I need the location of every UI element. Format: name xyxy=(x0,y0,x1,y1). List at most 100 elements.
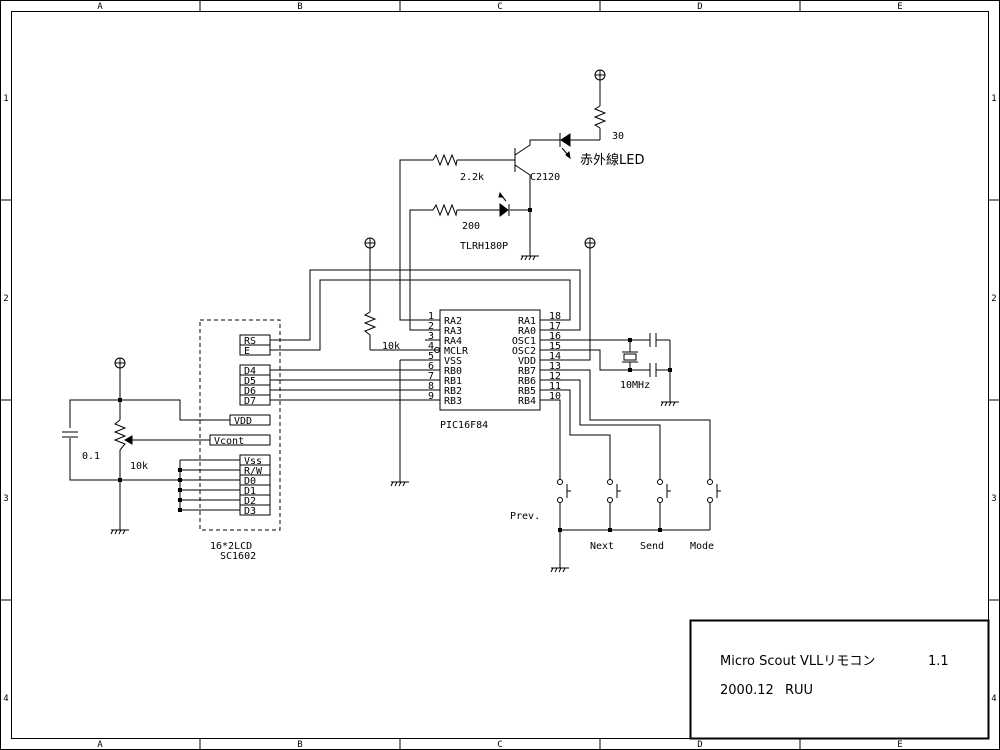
ic-pin-number: 2 xyxy=(428,321,434,332)
col-label-top: A xyxy=(97,2,103,12)
vcc-icon xyxy=(364,237,376,249)
lcd-module-outline xyxy=(199,319,281,531)
ic-pin-label: RA3 xyxy=(444,326,462,337)
lcd-pin-box xyxy=(239,344,271,356)
col-label-top: E xyxy=(897,2,902,12)
label-cap: 0.1 xyxy=(82,451,100,462)
lcd-pin-box xyxy=(239,394,271,406)
col-label-bottom: B xyxy=(297,740,302,750)
lcd-pin: Vss xyxy=(244,456,262,467)
ic-pin-label: RA1 xyxy=(518,316,536,327)
button-label-next: Next xyxy=(590,541,614,552)
col-label-bottom: A xyxy=(97,740,103,750)
ic-pin-number: 15 xyxy=(549,341,561,352)
ic-pin-label: RB0 xyxy=(444,366,462,377)
lcd-pin-vdd-box xyxy=(229,414,271,426)
ground-icon xyxy=(660,401,679,407)
ic-pin-label: MCLR xyxy=(444,346,469,357)
indicator-led-icon xyxy=(498,191,510,217)
switch-next xyxy=(607,479,621,503)
ic-pin-number: 5 xyxy=(428,351,434,362)
ic-pin-number: 12 xyxy=(549,371,561,382)
ic-pin-label: RB3 xyxy=(444,396,462,407)
lcd-pin-vcont: Vcont xyxy=(214,436,244,447)
power-icons xyxy=(114,69,606,369)
resistors xyxy=(113,105,607,451)
ic-pin-label: RB4 xyxy=(518,396,536,407)
push-switches xyxy=(557,479,721,503)
ground-icons xyxy=(110,255,679,573)
lcd-pin: D3 xyxy=(244,506,256,517)
col-label-top: D xyxy=(697,2,702,12)
label-r-mclr: 10k xyxy=(382,341,400,352)
ic-pin-number: 3 xyxy=(428,331,434,342)
lcd-pin: D7 xyxy=(244,396,256,407)
lcd-pin: D6 xyxy=(244,386,256,397)
ic-pin-number: 11 xyxy=(549,381,561,392)
switch-send xyxy=(657,479,671,503)
title-block xyxy=(689,619,990,740)
col-label-bottom: D xyxy=(697,740,702,750)
ic-pin-number: 8 xyxy=(428,381,434,392)
ic-pin-label: OSC1 xyxy=(512,336,536,347)
ground-icon xyxy=(550,567,569,573)
ic-pin-label: RB1 xyxy=(444,376,462,387)
junctions xyxy=(118,208,672,532)
resistor-indicator xyxy=(432,203,458,217)
vcc-icon xyxy=(584,237,596,249)
switch-mode xyxy=(707,479,721,503)
vcc-icon xyxy=(114,357,126,369)
ground-icon xyxy=(390,481,409,487)
ic-pin-number: 7 xyxy=(428,371,434,382)
ic-pin-number: 18 xyxy=(549,311,561,322)
ic-pin-label: RB7 xyxy=(518,366,536,377)
label-r-led: 30 xyxy=(612,131,624,142)
resistor-base xyxy=(432,153,458,167)
ic-pin-label: VDD xyxy=(518,356,536,367)
pot-wiper-arrow xyxy=(123,435,133,445)
ground-icon xyxy=(110,529,129,535)
vcc-icon xyxy=(594,69,606,81)
col-label-top: C xyxy=(497,2,502,12)
label-ir-led: 赤外線LED xyxy=(580,152,644,168)
row-label-right: 1 xyxy=(991,94,996,104)
frame-labels: A B C D E A B C D E 1 2 3 4 1 2 3 4 xyxy=(3,2,996,750)
ic-pin-number: 16 xyxy=(549,331,561,342)
resistor-mclr xyxy=(363,311,377,336)
potentiometer xyxy=(113,419,127,451)
lcd-pin: E xyxy=(244,346,250,357)
label-lcd-name: 16*2LCD xyxy=(210,541,252,552)
lcd-pin: RS xyxy=(244,336,256,347)
ic-pin-number: 4 xyxy=(428,341,434,352)
lcd-pin: D5 xyxy=(244,376,256,387)
button-label-mode: Mode xyxy=(690,541,714,552)
row-label-right: 4 xyxy=(991,694,996,704)
ic-pin-number: 9 xyxy=(428,391,434,402)
capacitors xyxy=(62,333,657,438)
row-label-left: 3 xyxy=(3,494,8,504)
lcd-pin: D1 xyxy=(244,486,256,497)
row-label-left: 1 xyxy=(3,94,8,104)
row-label-left: 4 xyxy=(3,694,8,704)
label-lcd-part: SC1602 xyxy=(220,551,256,562)
ic-pin-label: RB6 xyxy=(518,376,536,387)
ic-pin-label: RB5 xyxy=(518,386,536,397)
component-labels: 30 2.2k C2120 200 TLRH180P 10k 10MHz 0.1… xyxy=(82,131,714,562)
ic-pin-label: OSC2 xyxy=(512,346,536,357)
lcd-pin: R/W xyxy=(244,466,263,477)
lcd-pin-vcont-box xyxy=(209,434,271,446)
col-label-bottom: C xyxy=(497,740,502,750)
lcd-pin-vdd: VDD xyxy=(234,416,252,427)
ic-pin-label: RA0 xyxy=(518,326,536,337)
row-label-right: 2 xyxy=(991,294,996,304)
col-label-top: B xyxy=(297,2,302,12)
ic-pin-label: RB2 xyxy=(444,386,462,397)
col-label-bottom: E xyxy=(897,740,902,750)
label-crystal: 10MHz xyxy=(620,380,650,391)
lcd-pin-box xyxy=(239,504,271,516)
row-label-left: 2 xyxy=(3,294,8,304)
ic-name: PIC16F84 xyxy=(440,420,488,431)
button-label-send: Send xyxy=(640,541,664,552)
lcd-pin: D0 xyxy=(244,476,256,487)
